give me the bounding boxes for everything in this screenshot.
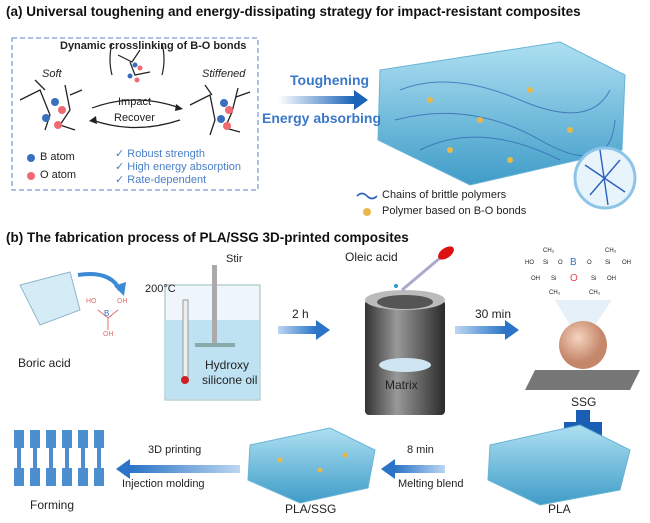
matrix-cylinder xyxy=(365,300,445,415)
feature-2: ✓ High energy absorption xyxy=(115,161,242,173)
oh: OH xyxy=(622,260,631,266)
recover-arrow xyxy=(89,116,97,124)
panel-a-title: (a) Universal toughening and energy-diss… xyxy=(6,4,581,19)
time-2h: 2 h xyxy=(292,307,309,321)
ch3: CH₃ xyxy=(589,290,601,296)
toughening-arrow xyxy=(354,90,368,110)
arrow-30min xyxy=(505,320,519,340)
ch3: CH₃ xyxy=(605,248,617,254)
arrow-forming xyxy=(116,459,130,479)
ssg-structure: CH₃ CH₃ HO Si O B O Si OH OH Si O Si OH … xyxy=(525,248,645,303)
si: Si xyxy=(543,260,549,266)
stiffened-network-icon xyxy=(189,84,251,136)
o: O xyxy=(558,260,563,266)
feature-1: ✓ Robust strength xyxy=(115,148,205,160)
feature-text: High energy absorption xyxy=(127,161,242,173)
dashed-box xyxy=(11,37,259,191)
dropper xyxy=(401,256,441,292)
feature-text: Robust strength xyxy=(127,148,205,160)
formed-specimens xyxy=(14,430,104,486)
pla-ssg-label: PLA/SSG xyxy=(285,502,337,516)
temperature-label: 200°C xyxy=(145,283,176,295)
thermometer xyxy=(181,376,189,384)
o-atom-label: O atom xyxy=(40,169,77,181)
boric-oh-3: OH xyxy=(103,331,114,338)
feature-text: Rate-dependent xyxy=(127,174,207,186)
toughening-label: Toughening xyxy=(290,72,370,88)
si: Si xyxy=(551,276,557,282)
recover-label: Recover xyxy=(114,112,155,124)
b-atom-dot xyxy=(27,154,35,162)
polymer-legend: Polymer based on B-O bonds xyxy=(382,205,527,217)
soft-label: Soft xyxy=(42,68,62,80)
si: Si xyxy=(605,260,611,266)
ch3: CH₃ xyxy=(549,290,561,296)
oh: OH xyxy=(531,276,540,282)
chain-legend-icon xyxy=(356,192,378,200)
energy-absorbing-label: Energy absorbing xyxy=(262,110,382,126)
ho: HO xyxy=(525,260,534,266)
soft-network-icon xyxy=(19,79,83,131)
arrow-2h xyxy=(316,320,330,340)
stir-label: Stir xyxy=(226,253,243,265)
stirrer xyxy=(212,265,217,345)
box-title: Dynamic crosslinking of B-O bonds xyxy=(60,40,247,52)
boric-oh-1: HO xyxy=(86,298,97,305)
feature-3: ✓ Rate-dependent xyxy=(115,174,207,186)
ssg-plate xyxy=(525,370,640,390)
o: O xyxy=(587,260,592,266)
stiffened-label: Stiffened xyxy=(202,68,246,80)
composite-block xyxy=(377,41,626,186)
oleic-acid-label: Oleic acid xyxy=(345,250,398,264)
boric-b: B xyxy=(104,309,110,318)
pla-block xyxy=(487,424,631,506)
pla-label: PLA xyxy=(548,502,571,516)
matrix-label: Matrix xyxy=(385,378,418,392)
boron: B xyxy=(570,257,577,268)
pla-ssg-block xyxy=(247,427,376,504)
b-atom-label: B atom xyxy=(40,151,75,163)
boric-acid-label: Boric acid xyxy=(18,356,71,370)
oxygen: O xyxy=(570,273,578,284)
time-30min: 30 min xyxy=(475,307,512,321)
intermediate-network-icon xyxy=(109,42,165,76)
polymer-legend-icon xyxy=(363,208,371,216)
printing-label: 3D printing xyxy=(148,444,202,456)
melting-blend-label: Melting blend xyxy=(398,478,464,490)
panel-b-title: (b) The fabrication process of PLA/SSG 3… xyxy=(6,230,409,245)
hydroxy-label: Hydroxy xyxy=(205,358,250,372)
ssg-sphere xyxy=(559,321,607,369)
o-atom-dot xyxy=(27,172,35,180)
injection-label: Injection molding xyxy=(122,478,205,490)
chains-legend: Chains of brittle polymers xyxy=(382,189,507,201)
silicone-oil-label: silicone oil xyxy=(202,373,258,387)
pouring-beaker xyxy=(19,271,81,326)
forming-label: Forming xyxy=(30,498,75,512)
oh: OH xyxy=(607,276,616,282)
ch3: CH₃ xyxy=(543,248,555,254)
ssg-label: SSG xyxy=(571,395,597,409)
time-8min: 8 min xyxy=(407,444,434,456)
impact-arrow xyxy=(175,104,183,111)
boric-oh-2: OH xyxy=(117,298,128,305)
impact-label: Impact xyxy=(118,96,152,108)
arrow-8min xyxy=(381,459,395,479)
si: Si xyxy=(591,276,597,282)
